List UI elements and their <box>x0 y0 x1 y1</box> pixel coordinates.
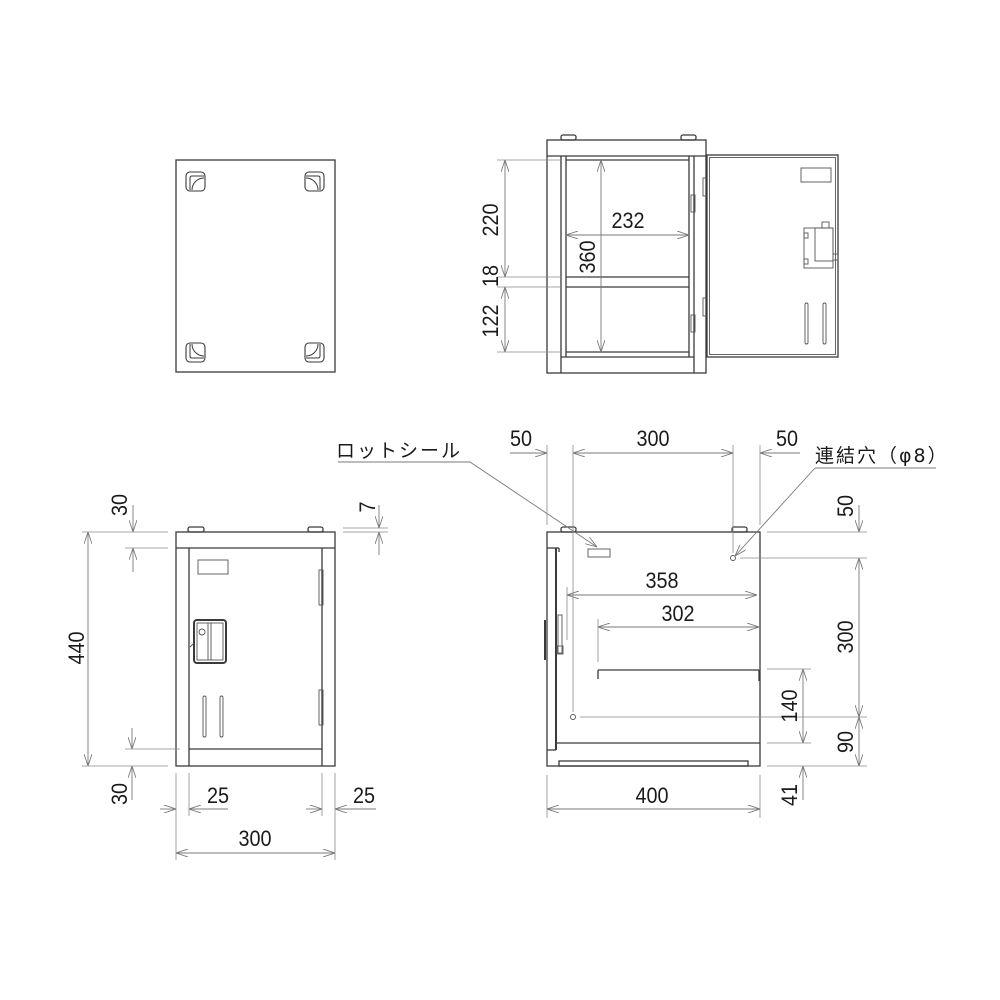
side-view: 50 300 50 358 302 50 300 90 140 41 <box>336 427 949 818</box>
lock-mechanism <box>803 221 839 269</box>
keyhole-icon <box>198 628 206 636</box>
shelf-profile <box>597 669 760 681</box>
vent-slot <box>804 302 809 345</box>
hinge <box>690 194 696 213</box>
callout-lot-seal-text: ロットシール <box>336 440 462 462</box>
corner-bracket-icon <box>185 171 206 192</box>
dim-bottom-hole-offset: 90 <box>834 731 858 753</box>
name-plate <box>197 559 229 575</box>
corner-bracket-icon <box>304 171 325 192</box>
dim-hole-spacing-vertical: 300 <box>834 620 858 653</box>
top-tab <box>307 526 324 533</box>
connection-hole-icon <box>570 714 576 720</box>
dim-top-band: 30 <box>108 494 132 516</box>
dim-shelf-depth: 302 <box>661 602 694 626</box>
dim-inner-height: 360 <box>576 240 600 273</box>
lock-handle <box>189 619 227 664</box>
front-dimensions: 30 7 440 30 25 25 300 <box>65 494 388 860</box>
dim-right-side: 25 <box>353 784 375 808</box>
dim-lower-height: 122 <box>479 304 503 337</box>
front-view: 30 7 440 30 25 25 300 <box>65 494 388 860</box>
hinge <box>318 689 324 726</box>
callout-connection-hole-text: 連結穴（φ8） <box>815 445 949 467</box>
vent-slot <box>822 302 827 345</box>
underside-view <box>175 159 336 373</box>
connection-hole-icon <box>730 555 736 561</box>
callout-lot-seal: ロットシール <box>336 440 597 547</box>
plinth <box>558 760 749 767</box>
dim-left-side: 25 <box>207 784 229 808</box>
hinge <box>690 314 696 333</box>
door-edge <box>544 547 564 751</box>
dim-shelf-height: 140 <box>778 689 802 722</box>
dim-hole-spacing-horizontal: 300 <box>636 427 669 451</box>
underside-outline <box>175 159 336 373</box>
side-dimensions: 50 300 50 358 302 50 300 90 140 41 <box>510 427 867 818</box>
dim-inner-width: 232 <box>611 209 644 233</box>
dim-overall-height: 440 <box>65 631 89 664</box>
corner-bracket-icon <box>304 342 325 363</box>
dim-inner-depth: 358 <box>645 569 678 593</box>
door <box>188 548 324 766</box>
name-plate <box>800 167 832 183</box>
top-tab <box>731 526 748 533</box>
open-door <box>706 154 839 358</box>
dim-upper-height: 220 <box>479 203 503 236</box>
dim-bottom-band: 30 <box>108 783 132 805</box>
top-tab <box>187 526 205 533</box>
vent-slot <box>219 695 224 738</box>
dim-shelf-thickness: 18 <box>479 265 503 287</box>
hinge <box>318 569 324 606</box>
vent-slot <box>202 695 207 738</box>
dim-top-hole-offset: 50 <box>834 495 858 517</box>
dim-tab-height: 7 <box>356 501 380 512</box>
top-tab <box>560 134 577 141</box>
dim-left-hole-offset: 50 <box>510 427 532 451</box>
dim-plinth-height: 41 <box>778 784 802 806</box>
open-front-view: 220 18 122 360 232 <box>479 134 839 374</box>
top-tab <box>680 134 697 141</box>
dim-overall-depth: 400 <box>635 784 668 808</box>
dim-right-hole-offset: 50 <box>776 427 798 451</box>
corner-bracket-icon <box>185 342 206 363</box>
cabinet-outline <box>546 531 761 767</box>
lot-seal-label <box>587 548 611 558</box>
dim-overall-width: 300 <box>238 827 271 851</box>
cabinet-outline <box>546 139 707 374</box>
callout-connection-hole: 連結穴（φ8） <box>735 445 949 556</box>
cabinet-outline <box>175 531 336 767</box>
open-front-dimensions: 220 18 122 360 232 <box>479 159 689 353</box>
